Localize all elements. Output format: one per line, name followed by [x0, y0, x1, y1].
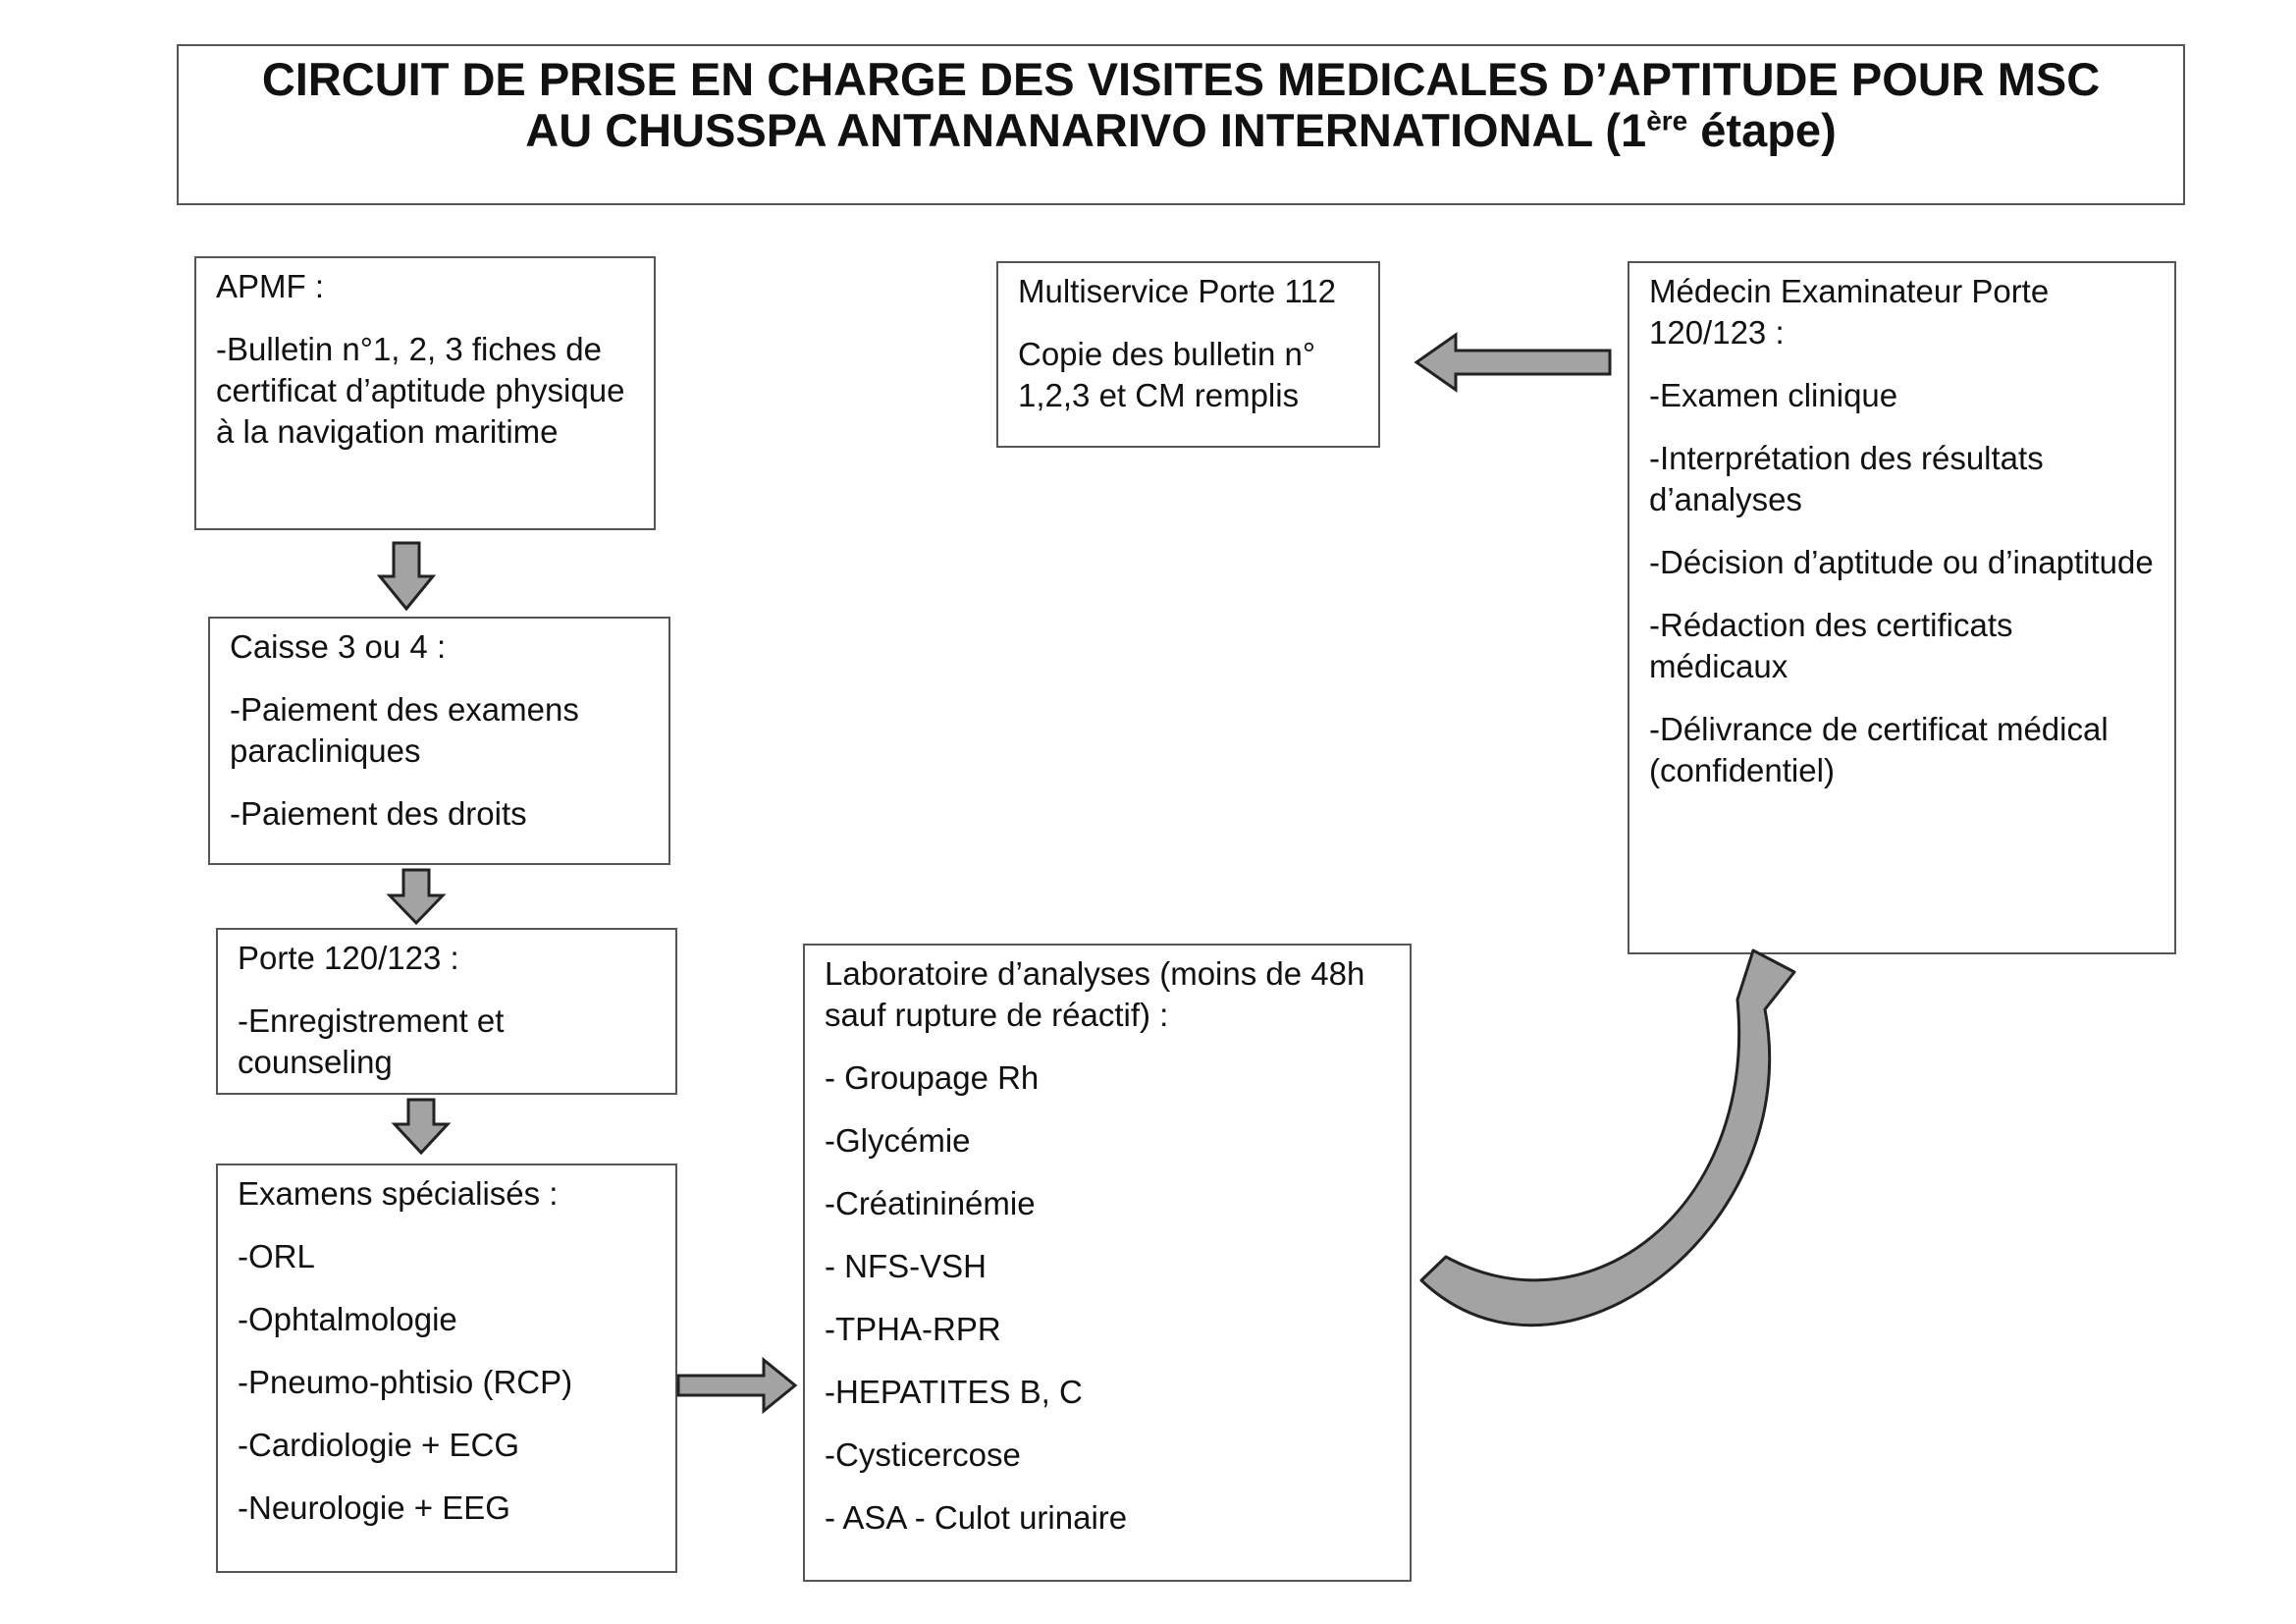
- box-porte: Porte 120/123 : -Enregistrement et couns…: [216, 928, 677, 1095]
- box-porte-head: Porte 120/123 :: [238, 940, 459, 976]
- box-apmf-head: APMF :: [216, 268, 325, 304]
- arrow-down-porte-examens: [391, 1098, 452, 1156]
- box-laboratoire-head: Laboratoire d’analyses (moins de 48h sau…: [825, 955, 1365, 1033]
- box-medecin-item: -Délivrance de certificat médical (confi…: [1649, 711, 2109, 788]
- box-medecin-item: -Décision d’aptitude ou d’inaptitude: [1649, 544, 2154, 580]
- arrow-left-medecin-multiservice: [1414, 332, 1612, 393]
- box-examens: Examens spécialisés : -ORL -Ophtalmologi…: [216, 1164, 677, 1573]
- box-examens-item: -Cardiologie + ECG: [238, 1427, 520, 1463]
- box-caisse-head: Caisse 3 ou 4 :: [230, 628, 447, 665]
- box-laboratoire-item: - Groupage Rh: [825, 1059, 1040, 1096]
- box-laboratoire-item: -TPHA-RPR: [825, 1311, 1001, 1347]
- box-medecin-item: -Examen clinique: [1649, 377, 1898, 413]
- box-apmf-item: -Bulletin n°1, 2, 3 fiches de certificat…: [216, 331, 625, 450]
- box-porte-item: -Enregistrement et counseling: [238, 1002, 505, 1080]
- box-apmf: APMF : -Bulletin n°1, 2, 3 fiches de cer…: [194, 256, 656, 530]
- box-laboratoire-item: -HEPATITES B, C: [825, 1374, 1083, 1410]
- box-laboratoire-item: -Glycémie: [825, 1122, 971, 1159]
- title-line-2-sup: ère: [1646, 105, 1688, 136]
- arrow-curved-laboratoire-medecin: [1419, 948, 1796, 1326]
- box-medecin-item: -Interprétation des résultats d’analyses: [1649, 440, 2044, 517]
- box-multiservice-item: Copie des bulletin n° 1,2,3 et CM rempli…: [1018, 336, 1316, 413]
- box-laboratoire-item: - NFS-VSH: [825, 1248, 987, 1284]
- box-medecin-item: -Rédaction des certificats médicaux: [1649, 607, 2013, 684]
- box-medecin-head: Médecin Examinateur Porte 120/123 :: [1649, 273, 2050, 351]
- arrow-down-apmf-caisse: [376, 541, 437, 612]
- box-multiservice-head: Multiservice Porte 112: [1018, 273, 1337, 309]
- box-examens-item: -Pneumo-phtisio (RCP): [238, 1364, 573, 1400]
- box-medecin: Médecin Examinateur Porte 120/123 : -Exa…: [1628, 261, 2176, 954]
- title-line-1: CIRCUIT DE PRISE EN CHARGE DES VISITES M…: [261, 53, 2101, 105]
- diagram-title: CIRCUIT DE PRISE EN CHARGE DES VISITES M…: [177, 44, 2185, 205]
- title-line-2: AU CHUSSPA ANTANANARIVO INTERNATIONAL (1…: [179, 105, 2183, 156]
- box-laboratoire: Laboratoire d’analyses (moins de 48h sau…: [803, 944, 1412, 1582]
- title-line-2-main: AU CHUSSPA ANTANANARIVO INTERNATIONAL (1: [525, 104, 1647, 156]
- box-laboratoire-item: -Créatininémie: [825, 1185, 1036, 1221]
- box-laboratoire-item: -Cysticercose: [825, 1436, 1021, 1473]
- box-caisse-item: -Paiement des examens paracliniques: [230, 691, 579, 769]
- box-examens-head: Examens spécialisés :: [238, 1175, 559, 1212]
- box-examens-item: -Ophtalmologie: [238, 1301, 457, 1337]
- box-caisse: Caisse 3 ou 4 : -Paiement des examens pa…: [208, 617, 670, 865]
- arrow-down-caisse-porte: [386, 868, 447, 926]
- arrow-right-examens-laboratoire: [676, 1356, 798, 1415]
- box-examens-item: -ORL: [238, 1238, 315, 1274]
- box-multiservice: Multiservice Porte 112 Copie des bulleti…: [996, 261, 1380, 448]
- box-examens-item: -Neurologie + EEG: [238, 1489, 510, 1526]
- box-laboratoire-item: - ASA - Culot urinaire: [825, 1499, 1128, 1536]
- title-line-2-end: étape): [1687, 104, 1837, 156]
- box-caisse-item: -Paiement des droits: [230, 795, 527, 832]
